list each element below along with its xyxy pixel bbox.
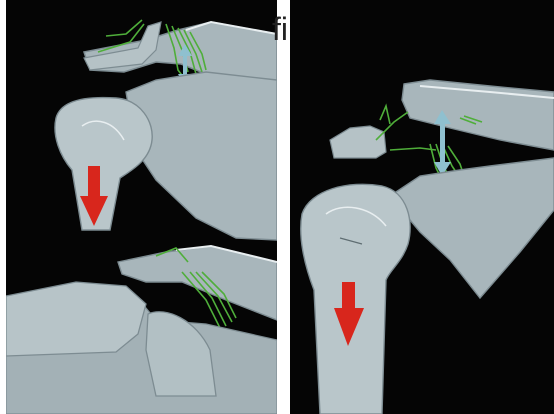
humerus-lower-left [6,282,146,356]
right-illustration-panel [290,0,554,414]
left-illustration [6,0,277,414]
coracoid-right [330,126,386,158]
humerus-right [301,184,410,414]
scapula-right [390,158,554,298]
right-illustration [290,0,554,414]
humerus-upper-left [55,98,152,230]
left-illustration-panel [6,0,277,414]
scapula-upper-left [126,72,277,240]
figure-label-fragment: fi [272,12,288,46]
